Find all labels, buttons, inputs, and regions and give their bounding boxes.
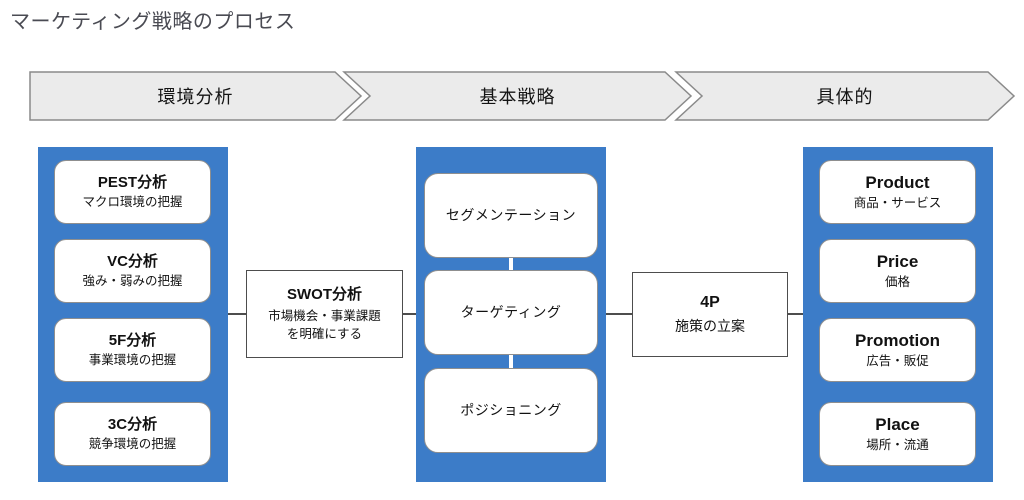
card-5f: 5F分析 事業環境の把握 [54,318,211,382]
card-subtitle: マクロ環境の把握 [82,194,183,209]
bridge-subtitle: 施策の立案 [675,317,745,334]
stage-label-concrete: 具体的 [816,87,874,107]
card-3c: 3C分析 競争環境の把握 [54,402,211,466]
vertical-connector [509,258,513,270]
card-heading: Product [865,173,930,193]
bridge-heading: SWOT分析 [287,286,362,304]
bridge-heading: 4P [700,293,720,311]
card-pest: PEST分析 マクロ環境の把握 [54,160,211,224]
card-product: Product 商品・サービス [819,160,976,224]
card-subtitle: 場所・流通 [866,438,929,453]
stage-arrow-1 [29,71,363,121]
page-title: マーケティング戦略のプロセス [10,11,296,33]
connector-line [606,313,632,315]
card-heading: PEST分析 [97,174,168,192]
stage-arrow-2 [342,71,693,121]
card-heading: ポジショニング [460,402,562,419]
bridge-4p: 4P 施策の立案 [632,272,788,357]
column-environment-analysis: PEST分析 マクロ環境の把握 VC分析 強み・弱みの把握 5F分析 事業環境の… [38,147,228,482]
bridge-subtitle: 市場機会・事業課題を明確にする [268,308,381,341]
vertical-connector [509,355,513,368]
connector-line [228,313,246,315]
card-heading: Place [875,415,920,435]
stage-arrow-3 [674,71,1016,121]
stage-label-environment: 環境分析 [157,87,234,107]
card-heading: Promotion [855,331,940,351]
card-subtitle: 競争環境の把握 [88,436,177,451]
card-price: Price 価格 [819,239,976,303]
card-subtitle: 広告・販促 [866,354,929,369]
card-place: Place 場所・流通 [819,402,976,466]
card-promotion: Promotion 広告・販促 [819,318,976,382]
card-subtitle: 強み・弱みの把握 [82,273,183,288]
card-heading: ターゲティング [460,304,562,321]
card-vc: VC分析 強み・弱みの把握 [54,239,211,303]
connector-line [788,313,803,315]
stage-label-basic-strategy: 基本戦略 [479,87,556,107]
card-segmentation: セグメンテーション [424,173,598,258]
card-heading: Price [876,252,919,272]
column-basic-strategy: セグメンテーション ターゲティング ポジショニング [416,147,606,482]
column-concrete-measures: Product 商品・サービス Price 価格 Promotion 広告・販促… [803,147,993,482]
card-subtitle: 商品・サービス [853,196,942,211]
card-subtitle: 価格 [884,275,910,290]
bridge-swot: SWOT分析 市場機会・事業課題を明確にする [246,270,403,358]
card-targeting: ターゲティング [424,270,598,355]
connector-line [403,313,416,315]
card-subtitle: 事業環境の把握 [88,352,177,367]
card-heading: 5F分析 [108,332,157,350]
card-heading: 3C分析 [107,416,158,434]
card-heading: VC分析 [107,253,158,271]
card-positioning: ポジショニング [424,368,598,453]
card-heading: セグメンテーション [445,207,577,224]
